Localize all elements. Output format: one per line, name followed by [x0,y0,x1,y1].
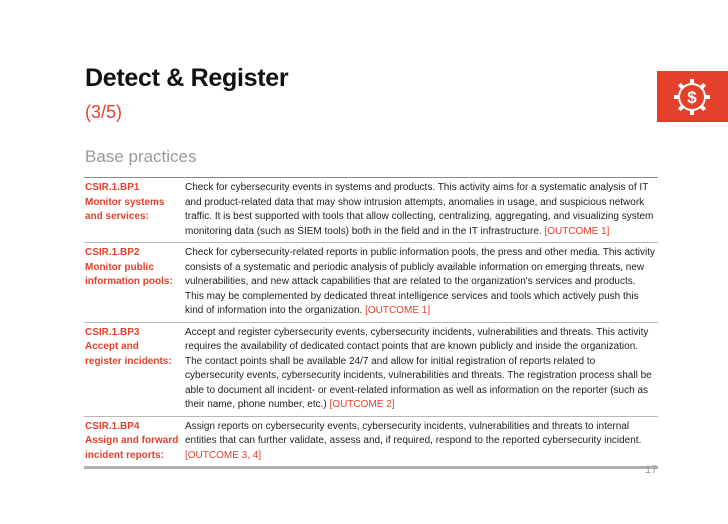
outcome-ref: [OUTCOME 1] [544,225,610,237]
svg-text:$: $ [687,88,697,107]
practice-name-line: Monitor systems [85,196,165,208]
page-title: Detect & Register [85,64,289,92]
practice-description: Accept and register cybersecurity events… [185,326,658,413]
description-text: Check for cybersecurity-related reports … [185,247,656,316]
practice-name-line: register incidents: [85,355,172,367]
outcome-ref: [OUTCOME 2] [329,399,395,410]
base-practices-table: CSIR.1.BP1 Monitor systems and services:… [84,177,658,469]
outcome-ref: [OUTCOME 1] [365,305,431,316]
table-row: CSIR.1.BP2 Monitor public information po… [84,243,658,323]
table-row: CSIR.1.BP4 Assign and forward incident r… [84,417,658,469]
description-text: Accept and register cybersecurity events… [185,326,652,411]
section-heading: Base practices [85,147,197,166]
practice-label: CSIR.1.BP3 Accept and register incidents… [84,326,185,413]
outcome-ref: [OUTCOME 3, 4] [185,449,262,461]
practice-id: CSIR.1.BP1 [85,182,140,193]
practice-name-line: Monitor public [85,261,154,273]
practice-id: CSIR.1.BP3 [85,326,140,338]
practice-label: CSIR.1.BP4 Assign and forward incident r… [84,420,185,464]
practice-description: Check for cybersecurity events in system… [185,181,658,239]
practice-label: CSIR.1.BP1 Monitor systems and services: [84,181,185,239]
description-text: Check for cybersecurity events in system… [185,182,654,237]
practice-name-line: Accept and [85,341,139,352]
practice-id: CSIR.1.BP4 [85,420,140,432]
description-text: Assign reports on cybersecurity events, … [185,420,642,447]
practice-name-line: information pools: [85,276,173,287]
page-subtitle: (3/5) [85,102,123,122]
practice-label: CSIR.1.BP2 Monitor public information po… [84,246,185,319]
practice-name-line: and services: [85,211,149,222]
practice-description: Check for cybersecurity-related reports … [185,246,658,319]
page-number: 17 [645,464,658,476]
gear-dollar-icon: $ [674,79,710,115]
table-row: CSIR.1.BP1 Monitor systems and services:… [84,178,658,243]
table-row: CSIR.1.BP3 Accept and register incidents… [84,323,658,417]
practice-name-line: Assign and forward [85,435,179,446]
practice-description: Assign reports on cybersecurity events, … [185,420,658,464]
practice-name-line: incident reports: [85,449,164,461]
practice-id: CSIR.1.BP2 [85,247,140,258]
logo: $ [657,71,728,122]
